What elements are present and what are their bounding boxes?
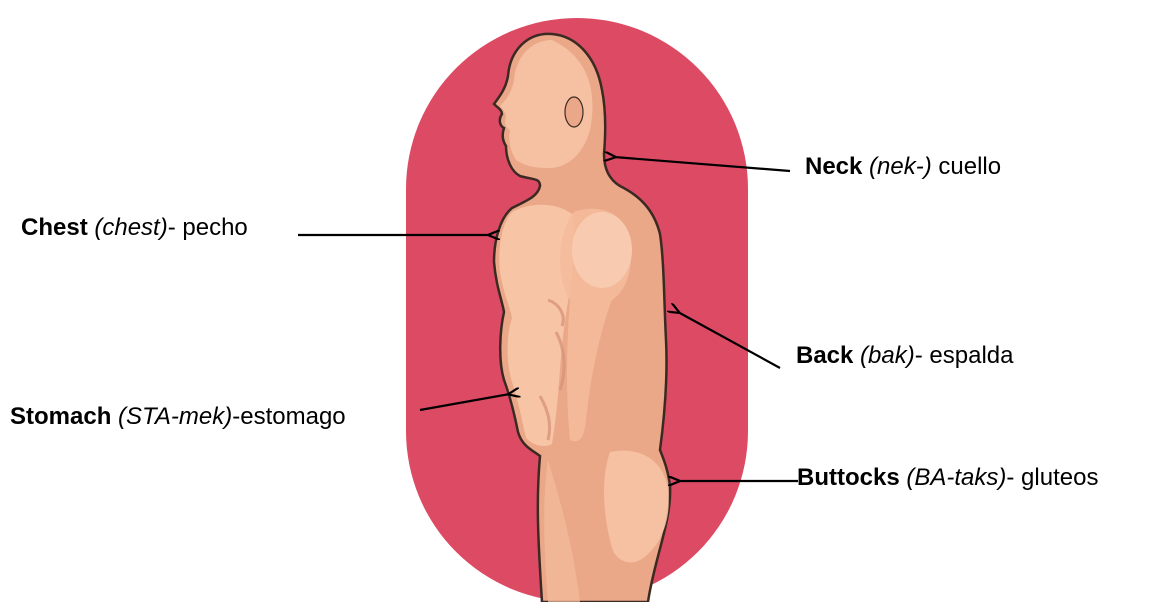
label-buttocks-pron: (BA-taks) — [906, 464, 1006, 491]
label-neck: Neck (nek-) cuello — [805, 153, 1001, 181]
label-buttocks-sep: - — [1006, 464, 1021, 491]
label-stomach-term: Stomach — [10, 403, 111, 430]
label-back-pron: (bak) — [860, 342, 915, 369]
label-chest-sep: - — [168, 214, 183, 241]
label-chest-trans: pecho — [182, 214, 247, 241]
label-chest-pron: (chest) — [94, 214, 167, 241]
label-buttocks-term: Buttocks — [797, 464, 900, 491]
label-chest: Chest (chest)- pecho — [21, 214, 248, 242]
label-neck-pron: (nek-) — [869, 153, 932, 180]
label-chest-term: Chest — [21, 214, 88, 241]
label-stomach: Stomach (STA-mek)-estomago — [10, 403, 346, 431]
label-neck-trans: cuello — [938, 153, 1001, 180]
label-buttocks-trans: gluteos — [1021, 464, 1098, 491]
ear — [565, 97, 583, 127]
label-back-sep: - — [915, 342, 930, 369]
label-back-trans: espalda — [929, 342, 1013, 369]
label-neck-term: Neck — [805, 153, 862, 180]
label-stomach-trans: estomago — [240, 403, 345, 430]
label-buttocks: Buttocks (BA-taks)- gluteos — [797, 464, 1098, 492]
shoulder-highlight — [572, 212, 632, 288]
label-stomach-pron: (STA-mek) — [118, 403, 232, 430]
label-back-term: Back — [796, 342, 853, 369]
label-back: Back (bak)- espalda — [796, 342, 1013, 370]
